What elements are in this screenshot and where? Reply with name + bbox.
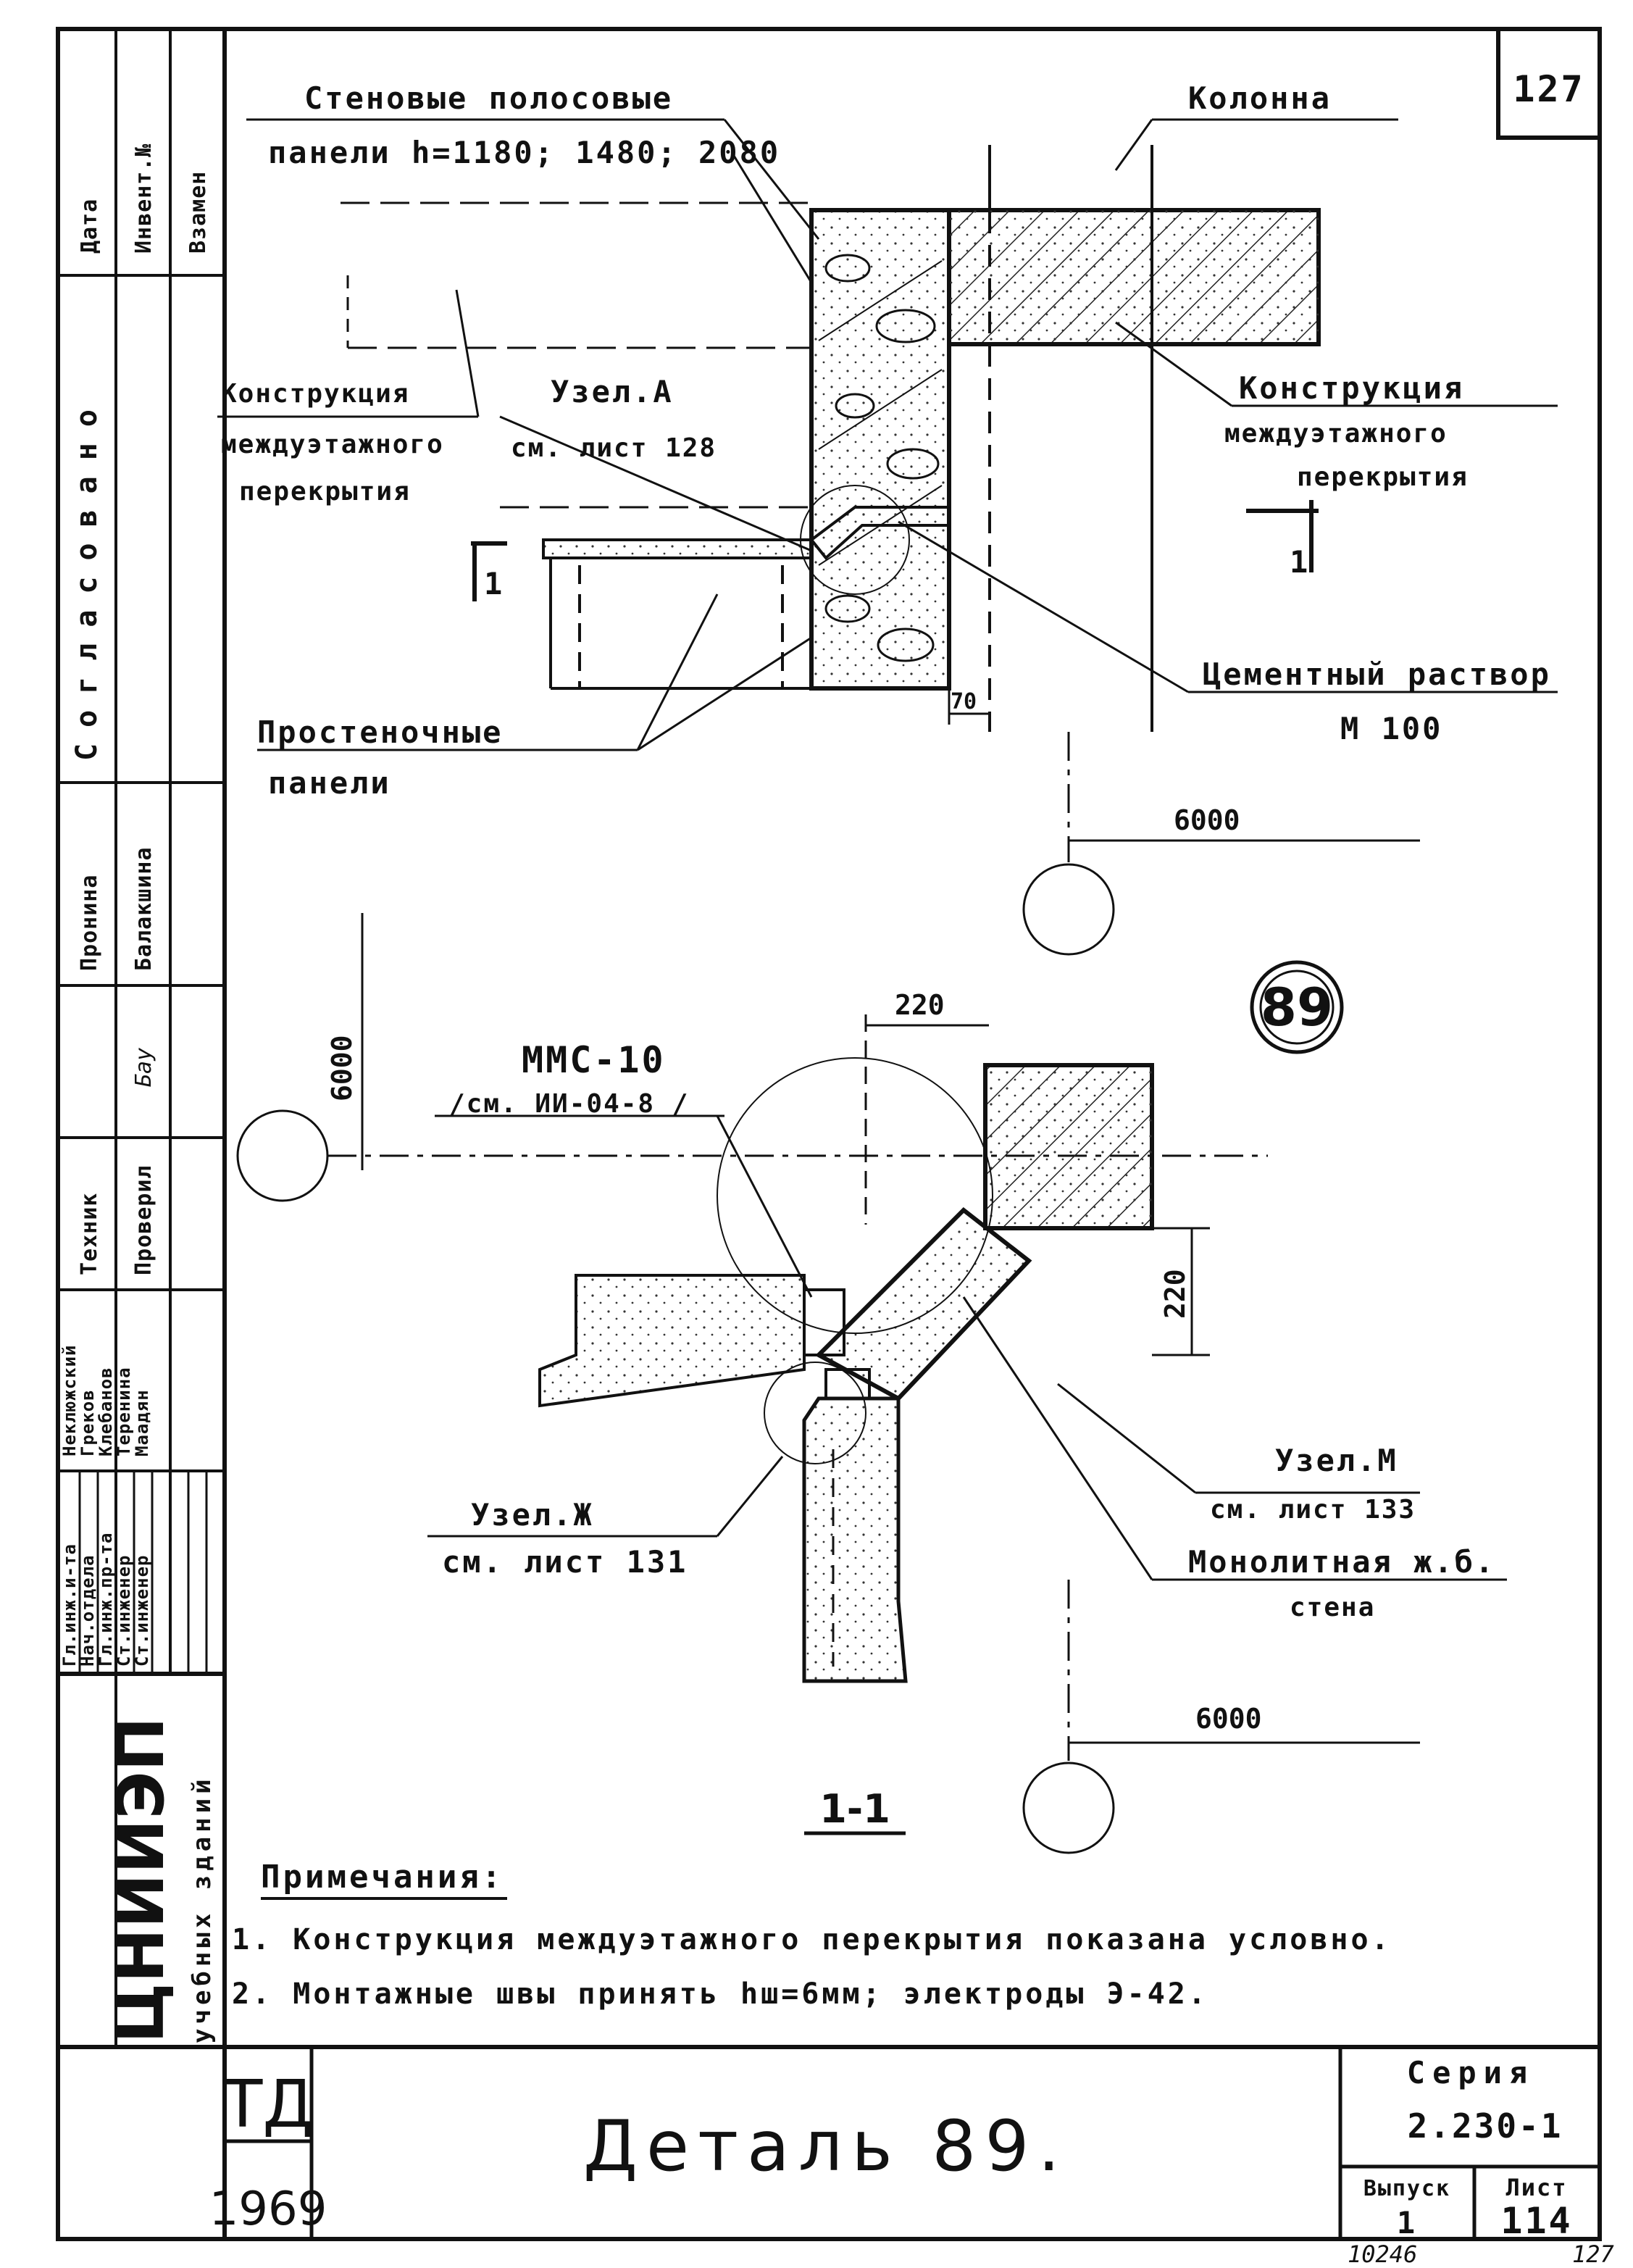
sheet-value: 114 xyxy=(1500,2200,1572,2242)
wall-label-2: стена xyxy=(1290,1593,1375,1622)
node-zh-label-1: Узел.Ж xyxy=(471,1497,594,1533)
column-label: Колонна xyxy=(1188,80,1332,116)
sheet-number-box: 127 xyxy=(1496,27,1602,140)
dim-220-right: 220 xyxy=(1159,1269,1191,1319)
label-replaces: Взамен xyxy=(185,171,211,254)
sheet-frame xyxy=(56,27,1602,2241)
wall-label-1: Монолитная ж.б. xyxy=(1188,1544,1495,1580)
detail-89-marker xyxy=(1250,960,1344,1054)
note-1: 1. Конструкция междуэтажного перекрытия … xyxy=(232,1923,1392,1956)
dim-6000-top: 6000 xyxy=(1174,804,1240,836)
wall-panels-label-1: Стеновые полосовые xyxy=(304,80,673,116)
wall-panels-label-2: панели h=1180; 1480; 2080 xyxy=(268,135,780,170)
section-marker-right xyxy=(1246,500,1319,572)
label-date: Дата xyxy=(77,199,102,254)
column-section xyxy=(809,208,951,691)
dim-220-top: 220 xyxy=(895,989,945,1021)
axis-top xyxy=(1022,732,1420,956)
floor-left-label-1: Конструкция xyxy=(221,379,409,409)
section-mark-left: 1 xyxy=(484,566,504,601)
name-balakshina: Балакшина xyxy=(131,846,156,971)
section-marker-left xyxy=(471,541,507,601)
section-title: 1-1 xyxy=(819,1786,890,1832)
sig-name-1: Неклюжский xyxy=(59,1345,80,1457)
floor-left-label-3: перекрытия xyxy=(239,477,411,506)
title-year: 1969 xyxy=(209,2182,327,2236)
title-code: ТД xyxy=(222,2067,313,2143)
title-block-grid xyxy=(225,2047,1600,2239)
floor-right-label-1: Конструкция xyxy=(1239,370,1464,406)
detail-circle-label: 89 xyxy=(1261,977,1333,1038)
series-label: Серия xyxy=(1407,2055,1534,2090)
issue-label: Выпуск xyxy=(1363,2176,1450,2201)
monolithic-wall xyxy=(717,1057,1032,1401)
floor-slab-left xyxy=(542,485,951,690)
issue-value: 1 xyxy=(1397,2205,1417,2240)
node-a-label-2: см. лист 128 xyxy=(511,433,717,463)
sig-role-5: Ст.инженер xyxy=(132,1555,152,1667)
sig-role-4: Ст.инженер xyxy=(114,1555,134,1667)
dim-6000-bottom: 6000 xyxy=(1195,1703,1262,1735)
label-agreed: Согласовано xyxy=(70,393,104,761)
mmc-label-2: /см. ИИ-04-8 / xyxy=(449,1089,689,1119)
signature-mark: Бау xyxy=(131,1048,156,1087)
floor-slab-plan xyxy=(538,1274,871,1408)
footer-right: 127 xyxy=(1572,2240,1614,2268)
floor-right-label-2: междуэтажного xyxy=(1224,419,1448,449)
pier-panels-label-1: Простеночные xyxy=(257,714,503,750)
org-subtitle: учебных зданий xyxy=(188,1775,217,2043)
dim-6000-left: 6000 xyxy=(326,1035,358,1101)
sig-name-4: Теренина xyxy=(114,1367,134,1456)
name-pronina: Пронина xyxy=(77,875,102,971)
signature-roles: Гл.инж.и-та Нач.отдела Гл.инж.пр-та Ст.и… xyxy=(59,1345,152,1667)
notes-heading: Примечания: xyxy=(261,1859,504,1896)
column-plan xyxy=(864,1014,1154,1230)
axis-bottom xyxy=(1022,1580,1420,1854)
sig-name-5: Маадян xyxy=(132,1389,152,1456)
floor-right-label-3: перекрытия xyxy=(1297,462,1469,492)
series-value: 2.230-1 xyxy=(1408,2106,1563,2146)
mmc-label-1: ММС-10 xyxy=(522,1039,666,1081)
title-main: Деталь 89. xyxy=(583,2106,1069,2187)
sig-role-3: Гл.инж.пр-та xyxy=(96,1533,116,1667)
sig-role-2: Нач.отдела xyxy=(78,1555,98,1667)
sheet-number-top: 127 xyxy=(1513,68,1584,110)
sig-role-1: Гл.инж.и-та xyxy=(59,1543,80,1667)
node-m-label-2: см. лист 133 xyxy=(1210,1495,1416,1525)
cement-label-1: Цементный раствор xyxy=(1203,656,1551,692)
role-technician: Техник xyxy=(77,1193,102,1275)
leaders-plan xyxy=(427,1114,1507,1581)
note-2: 2. Монтажные швы принять hш=6мм; электро… xyxy=(232,1977,1208,2011)
cement-label-2: М 100 xyxy=(1340,711,1442,746)
sig-name-2: Греков xyxy=(78,1389,98,1456)
node-a-label-1: Узел.А xyxy=(551,374,674,409)
section-mark-right: 1 xyxy=(1290,544,1310,580)
label-inventory: Инвент.№ xyxy=(131,143,156,254)
pier-plan xyxy=(764,1362,908,1683)
role-checked: Проверил xyxy=(131,1165,156,1276)
dim-70: 70 xyxy=(951,689,977,714)
node-m-label-1: Узел.М xyxy=(1275,1443,1398,1478)
org-name: ЦНИИЭП xyxy=(103,1717,179,2043)
sheet-label: Лист xyxy=(1505,2174,1567,2201)
pier-panels-label-2: панели xyxy=(268,765,391,801)
left-strip xyxy=(58,29,225,2047)
dimension-220-right xyxy=(1152,1227,1210,1356)
floor-slab-right xyxy=(947,145,1321,732)
leaders-top xyxy=(217,118,1558,751)
footer-left: 10246 xyxy=(1348,2240,1417,2268)
sig-name-3: Клебанов xyxy=(96,1367,116,1456)
floor-left-label-2: междуэтажного xyxy=(221,430,444,459)
dimension-70 xyxy=(948,688,990,725)
wall-panel-elevation xyxy=(341,201,811,509)
node-zh-label-2: см. лист 131 xyxy=(442,1544,688,1580)
